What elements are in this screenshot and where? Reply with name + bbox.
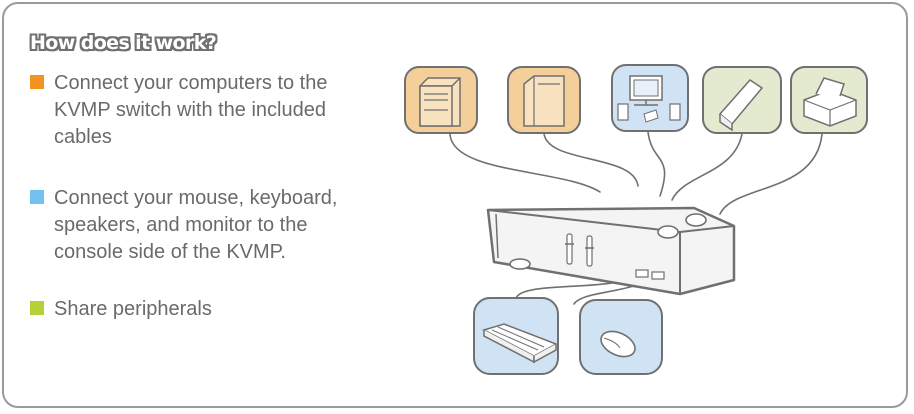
step-text: Share peripherals	[54, 298, 212, 320]
tower-pc-icon	[404, 66, 478, 134]
step-share: Share peripherals	[30, 296, 375, 323]
kvmp-switch-icon	[486, 206, 736, 296]
step-text: Connect your mouse, keyboard, speakers, …	[54, 187, 338, 263]
external-drive-icon	[702, 66, 782, 134]
step-computers: Connect your computers to the KVMP switc…	[30, 70, 375, 151]
diagram-card: How does it work? Connect your computers…	[2, 2, 908, 408]
section-title: How does it work?	[30, 32, 217, 54]
kvmp-diagram	[404, 64, 868, 375]
cable-printer	[719, 133, 823, 215]
keyboard-icon	[473, 297, 559, 375]
blue-bullet	[30, 190, 44, 204]
cable-pc2	[543, 133, 639, 187]
tower-mac-icon	[507, 66, 581, 134]
mouse-icon	[579, 299, 663, 375]
steps-list: Connect your computers to the KVMP switc…	[30, 70, 375, 357]
step-text: Connect your computers to the KVMP switc…	[54, 72, 328, 148]
monitor-speakers-icon	[611, 64, 689, 132]
orange-bullet	[30, 75, 44, 89]
cable-drive	[671, 133, 743, 201]
green-bullet	[30, 301, 44, 315]
cable-pc1	[449, 133, 601, 193]
printer-icon	[790, 66, 868, 134]
step-console: Connect your mouse, keyboard, speakers, …	[30, 185, 375, 266]
cable-monitor	[647, 131, 666, 197]
